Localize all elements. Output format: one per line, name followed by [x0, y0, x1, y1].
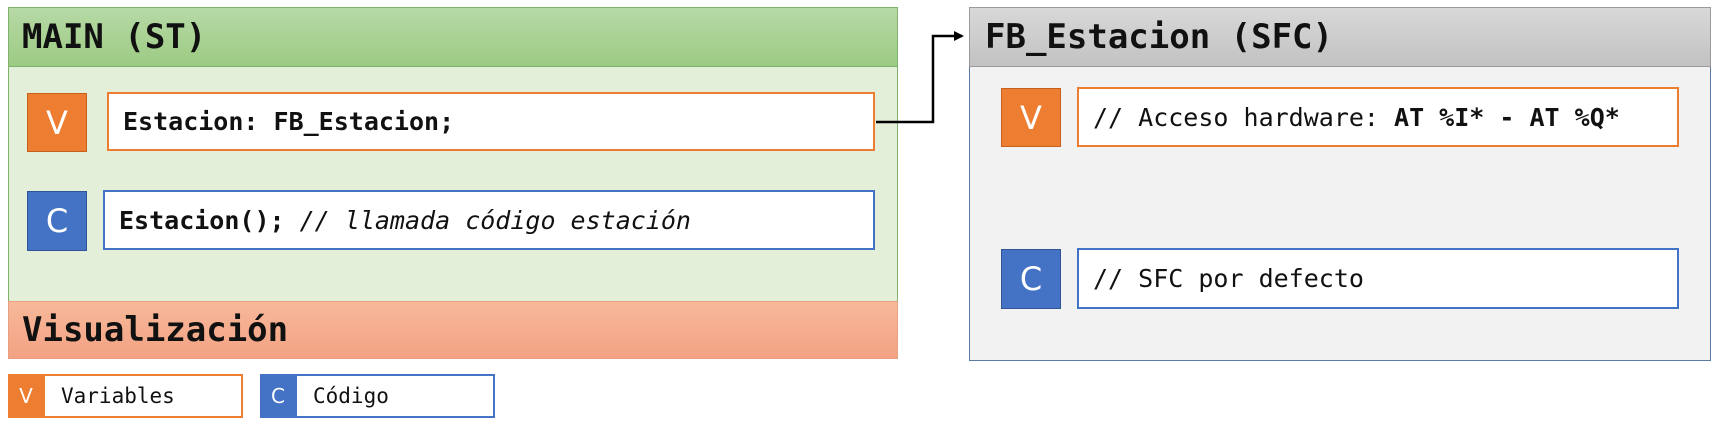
fb-code-badge: C [1001, 249, 1061, 309]
main-code-comment: // llamada código estación [284, 205, 691, 235]
fb-code-comment: // SFC por defecto [1093, 264, 1364, 293]
fb-variables-badge: V [1001, 88, 1061, 147]
legend-code-badge: C [260, 374, 296, 418]
main-program-header [8, 7, 898, 67]
fb-estacion-title: FB_Estacion (SFC) [985, 17, 1333, 57]
fb-code-codebox: // SFC por defecto [1077, 248, 1679, 309]
visualization-bar [8, 301, 898, 359]
main-variables-codebox: Estacion: FB_Estacion; [107, 92, 875, 151]
main-code-codebox: Estacion(); // llamada código estación [103, 190, 875, 250]
fb-variables-codebox: // Acceso hardware: AT %I* - AT %Q* [1077, 87, 1679, 147]
main-variables-badge: V [27, 93, 87, 152]
fb-estacion-header [969, 7, 1711, 67]
fb-variables-hardware-access: AT %I* - AT %Q* [1394, 102, 1620, 132]
legend-variables-label: Variables [43, 374, 243, 418]
visualization-title: Visualización [22, 310, 289, 350]
main-variables-declaration: Estacion: FB_Estacion; [123, 107, 455, 136]
legend-variables-badge: V [8, 374, 44, 418]
legend-code-label: Código [295, 374, 495, 418]
main-code-call: Estacion(); [119, 205, 285, 235]
main-program-title: MAIN (ST) [22, 17, 207, 57]
fb-variables-comment: // Acceso hardware: [1093, 102, 1395, 132]
main-code-badge: C [27, 191, 87, 251]
